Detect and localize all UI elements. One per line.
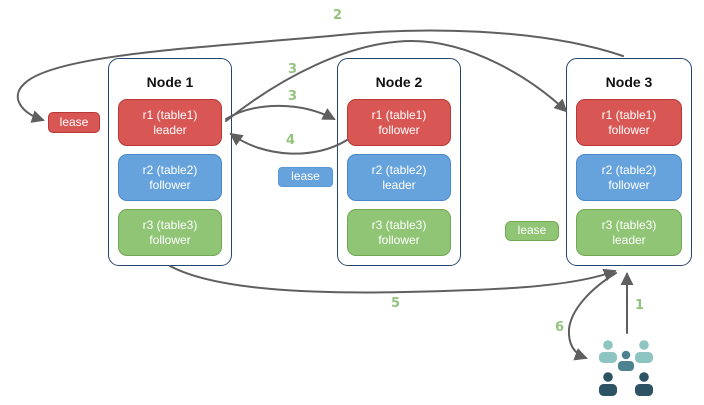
replica-name: r2 (table2) bbox=[142, 162, 198, 177]
step-label-5: 5 bbox=[391, 296, 401, 311]
replica-role: leader bbox=[382, 177, 416, 192]
replica-name: r1 (table1) bbox=[142, 107, 198, 122]
node2-replica-r1: r1 (table1) follower bbox=[347, 99, 451, 146]
replica-role: follower bbox=[608, 177, 650, 192]
user-front-right bbox=[635, 372, 653, 396]
node1-replica-r2: r2 (table2) follower bbox=[118, 154, 222, 201]
user-back-left bbox=[599, 340, 617, 363]
node-title: Node 1 bbox=[146, 74, 194, 90]
node2-replica-r3: r3 (table3) follower bbox=[347, 209, 451, 256]
replica-name: r1 (table1) bbox=[601, 107, 657, 122]
replica-role: follower bbox=[149, 177, 191, 192]
replica-role: follower bbox=[378, 122, 420, 137]
node2-replica-r2: r2 (table2) leader bbox=[347, 154, 451, 201]
replica-role: leader bbox=[612, 232, 646, 247]
arrow-5-node1-to-node3 bbox=[169, 265, 617, 294]
replica-name: r3 (table3) bbox=[142, 217, 198, 232]
replica-role: follower bbox=[608, 122, 650, 137]
replica-name: r1 (table1) bbox=[371, 107, 427, 122]
user-front-left bbox=[599, 372, 617, 396]
user-middle bbox=[618, 350, 634, 371]
node-title: Node 3 bbox=[605, 74, 653, 90]
users-icon bbox=[599, 340, 653, 396]
node-title: Node 2 bbox=[375, 74, 423, 90]
replica-name: r2 (table2) bbox=[371, 162, 427, 177]
replica-name: r3 (table3) bbox=[601, 217, 657, 232]
node-2: Node 2 r1 (table1) follower r2 (table2) … bbox=[337, 58, 461, 266]
node-1: Node 1 r1 (table1) leader r2 (table2) fo… bbox=[108, 58, 232, 266]
replica-role: follower bbox=[378, 232, 420, 247]
arrow-6-node3-to-users bbox=[567, 272, 617, 361]
node-3: Node 3 r1 (table1) follower r2 (table2) … bbox=[566, 58, 692, 266]
node3-replica-r3: r3 (table3) leader bbox=[576, 209, 682, 256]
step-label-4: 4 bbox=[286, 133, 296, 148]
node3-replica-r2: r2 (table2) follower bbox=[576, 154, 682, 201]
replica-name: r3 (table3) bbox=[371, 217, 427, 232]
node3-replica-r1: r1 (table1) follower bbox=[576, 99, 682, 146]
lease-badge-red: lease bbox=[48, 112, 100, 133]
user-back-right bbox=[635, 340, 653, 363]
step-label-2: 2 bbox=[333, 8, 343, 23]
step-label-6: 6 bbox=[555, 320, 565, 335]
replica-role: leader bbox=[153, 122, 187, 137]
lease-badge-blue: lease bbox=[278, 167, 333, 187]
node1-replica-r1: r1 (table1) leader bbox=[118, 99, 222, 146]
replica-name: r2 (table2) bbox=[601, 162, 657, 177]
lease-badge-green: lease bbox=[505, 221, 559, 241]
step-label-3a: 3 bbox=[288, 62, 298, 77]
step-label-1: 1 bbox=[635, 298, 645, 313]
replica-role: follower bbox=[149, 232, 191, 247]
step-label-3b: 3 bbox=[288, 89, 298, 104]
arrow-3-node1-to-node2 bbox=[225, 104, 336, 120]
node1-replica-r3: r3 (table3) follower bbox=[118, 209, 222, 256]
